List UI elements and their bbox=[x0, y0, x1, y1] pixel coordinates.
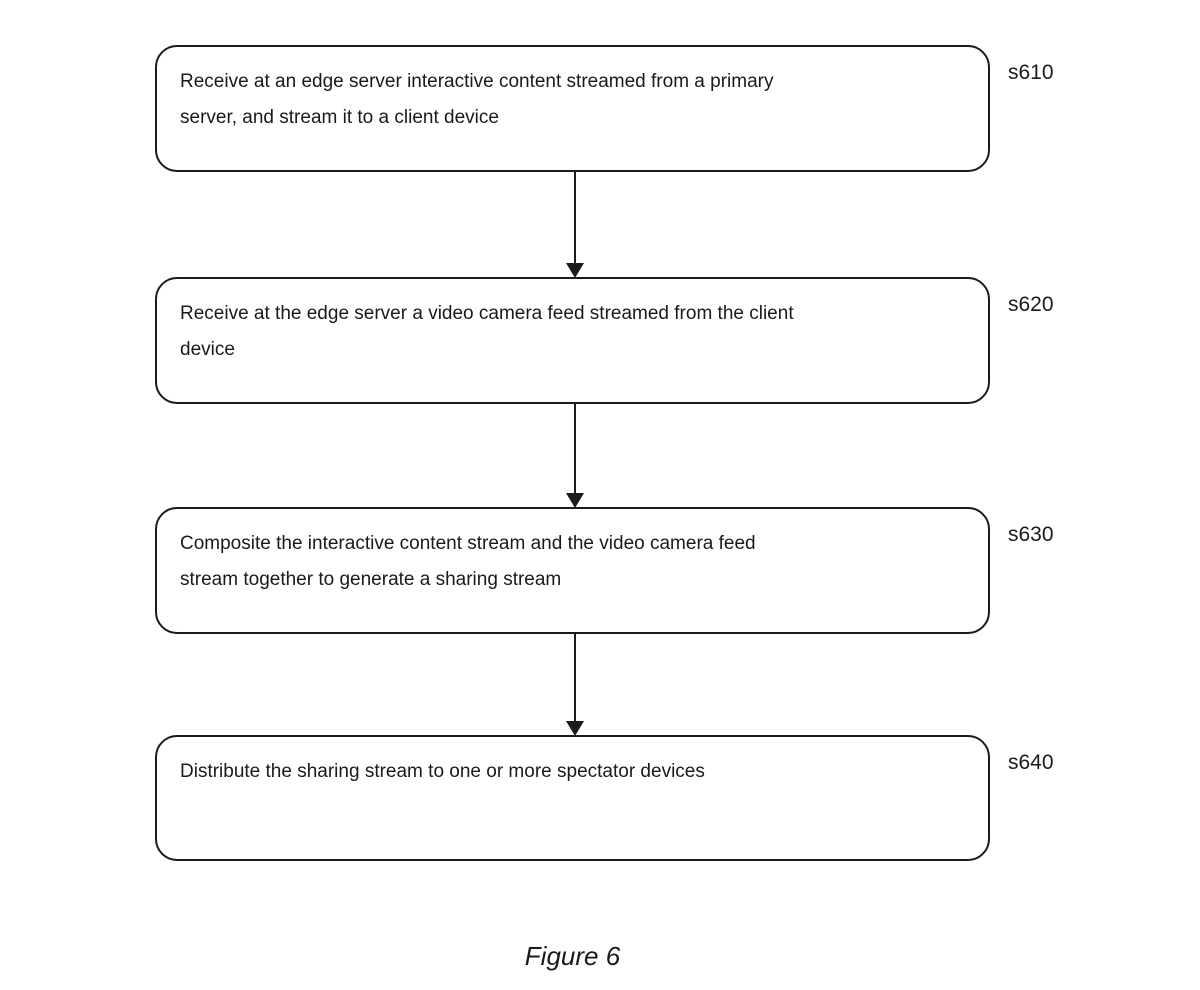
step-label-s630: s630 bbox=[1008, 523, 1054, 546]
flow-box-s640: Distribute the sharing stream to one or … bbox=[155, 735, 990, 861]
arrow-line bbox=[574, 632, 576, 723]
flow-box-s610: Receive at an edge server interactive co… bbox=[155, 45, 990, 172]
arrow-line bbox=[574, 172, 576, 265]
flow-connector bbox=[566, 632, 584, 736]
flow-connector bbox=[566, 403, 584, 508]
step-text: Distribute the sharing stream to one or … bbox=[180, 761, 705, 782]
step-text: Receive at an edge server interactive co… bbox=[180, 71, 774, 128]
arrow-line bbox=[574, 403, 576, 495]
step-text: Receive at the edge server a video camer… bbox=[180, 303, 794, 360]
down-arrowhead-icon bbox=[566, 721, 584, 736]
step-label-s640: s640 bbox=[1008, 751, 1054, 774]
down-arrowhead-icon bbox=[566, 263, 584, 278]
flow-connector bbox=[566, 172, 584, 278]
down-arrowhead-icon bbox=[566, 493, 584, 508]
step-text: Composite the interactive content stream… bbox=[180, 533, 756, 590]
flow-box-s630: Composite the interactive content stream… bbox=[155, 507, 990, 634]
figure-caption: Figure 6 bbox=[524, 941, 621, 971]
step-label-s620: s620 bbox=[1008, 293, 1054, 316]
step-label-s610: s610 bbox=[1008, 61, 1054, 84]
flow-box-s620: Receive at the edge server a video camer… bbox=[155, 277, 990, 404]
